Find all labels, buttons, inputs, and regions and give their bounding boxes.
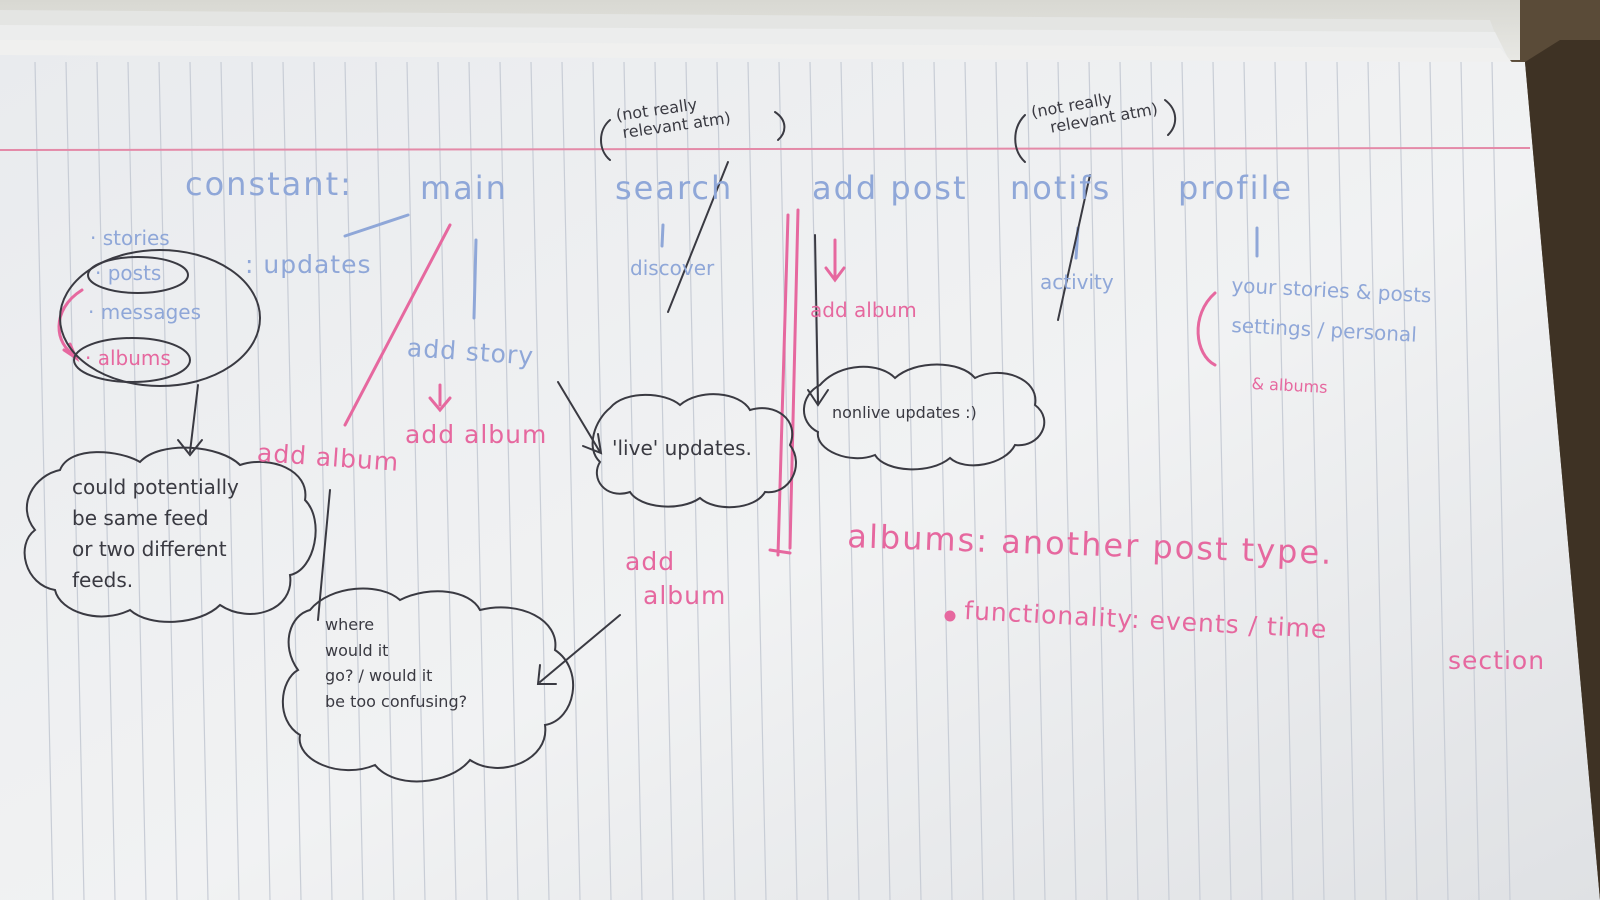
paper-rule-line [592, 61, 612, 900]
paper-rule-line [933, 61, 953, 900]
paper-rule-line [902, 61, 922, 900]
nav-item-search: search [615, 169, 734, 207]
feed-cloud-text: could potentially be same feed or two di… [72, 472, 239, 596]
paper-rule-line [1305, 61, 1325, 900]
paper-rule-line [189, 61, 209, 900]
where-cloud-line-2: would it [325, 640, 389, 660]
updates-label: : updates [245, 250, 372, 279]
feed-cloud-line-2: be same feed [72, 506, 209, 530]
add-post-add-album: add album [810, 298, 917, 322]
paper-rule-line [65, 61, 85, 900]
nav-item-notifs: notifs [1010, 169, 1112, 207]
paper-rule-line [1367, 61, 1387, 900]
main-bullet-posts-label: posts [107, 261, 162, 285]
notifs-activity-label: activity [1040, 270, 1114, 294]
paper-rule-line [127, 61, 147, 900]
paper-rule-line [375, 61, 395, 900]
live-updates-cloud-text: 'live' updates. [612, 436, 752, 460]
add-album-bottom-line-2: album [643, 580, 727, 610]
paper-rule-line [1243, 61, 1263, 900]
paper-rule-line [623, 61, 643, 900]
paper-rule-line [344, 61, 364, 900]
paper-rule-line [1088, 61, 1108, 900]
paper-rule-line [1460, 61, 1480, 900]
where-cloud-text: where would it go? / would it be too con… [325, 612, 467, 714]
nav-constant-label: constant: [185, 165, 353, 203]
nav-item-main: main [420, 169, 508, 207]
main-bullet-albums: · albums [85, 346, 171, 370]
profile-item-albums: & albums [1251, 374, 1329, 397]
paper-rule-line [1181, 61, 1201, 900]
paper-rule-line [406, 61, 426, 900]
add-post-add-album-bottom: add album [625, 545, 726, 613]
paper-rule-line [251, 61, 271, 900]
paper-rule-line [1212, 61, 1232, 900]
paper-rule-line [1150, 61, 1170, 900]
paper-rule-line [561, 61, 581, 900]
paper-rule-line [1119, 61, 1139, 900]
paper-rule-line [716, 61, 736, 900]
feed-cloud-line-4: feeds. [72, 568, 134, 592]
nav-item-profile: profile [1178, 169, 1294, 207]
paper-rule-line [1026, 61, 1046, 900]
paper-rule-line [964, 61, 984, 900]
nav-item-add-post: add post [812, 169, 968, 207]
feed-cloud-line-1: could potentially [72, 475, 239, 499]
paper-rule-line [313, 61, 333, 900]
paper-rule-line [34, 61, 54, 900]
paper-rule-line [654, 61, 674, 900]
paper-rule-line [871, 61, 891, 900]
add-album-main-1: add album [405, 420, 548, 449]
main-bullet-messages: · messages [88, 300, 202, 324]
where-cloud-line-4: be too confusing? [325, 691, 468, 711]
feed-cloud-line-3: or two different [72, 537, 227, 561]
paper-rule-line [220, 61, 240, 900]
paper-rule-line [96, 61, 116, 900]
paper-rule-line [468, 61, 488, 900]
paper-rule-line [685, 61, 705, 900]
paper-rule-line [809, 61, 829, 900]
main-bullet-messages-label: messages [100, 300, 202, 324]
paper-rule-line [1336, 61, 1356, 900]
paper-rule-line [499, 61, 519, 900]
paper-rule-line [1491, 61, 1511, 900]
where-cloud-line-1: where [325, 615, 375, 634]
paper-rule-line [437, 61, 457, 900]
nonlive-updates-cloud-text: nonlive updates :) [832, 403, 977, 422]
where-cloud-line-3: go? / would it [325, 666, 433, 686]
paper-rule-line [1429, 61, 1449, 900]
paper-rule-line [995, 61, 1015, 900]
paper-rule-line [1398, 61, 1418, 900]
main-bullet-albums-label: albums [97, 346, 171, 370]
paper-rule-line [1057, 61, 1077, 900]
paper-rule-line [1274, 61, 1294, 900]
main-bullet-posts: · posts [95, 261, 162, 285]
albums-note-line-3: section [1448, 646, 1546, 675]
paper-rule-line [158, 61, 178, 900]
paper-rule-line [282, 61, 302, 900]
main-bullet-stories: · stories [90, 226, 170, 250]
add-album-bottom-line-1: add [625, 547, 676, 576]
main-bullet-stories-label: stories [102, 226, 170, 250]
paper-rule-line [778, 61, 798, 900]
paper-rule-line [747, 61, 767, 900]
search-discover-label: discover [630, 256, 715, 280]
paper-rule-line [840, 61, 860, 900]
paper-rule-line [530, 61, 550, 900]
